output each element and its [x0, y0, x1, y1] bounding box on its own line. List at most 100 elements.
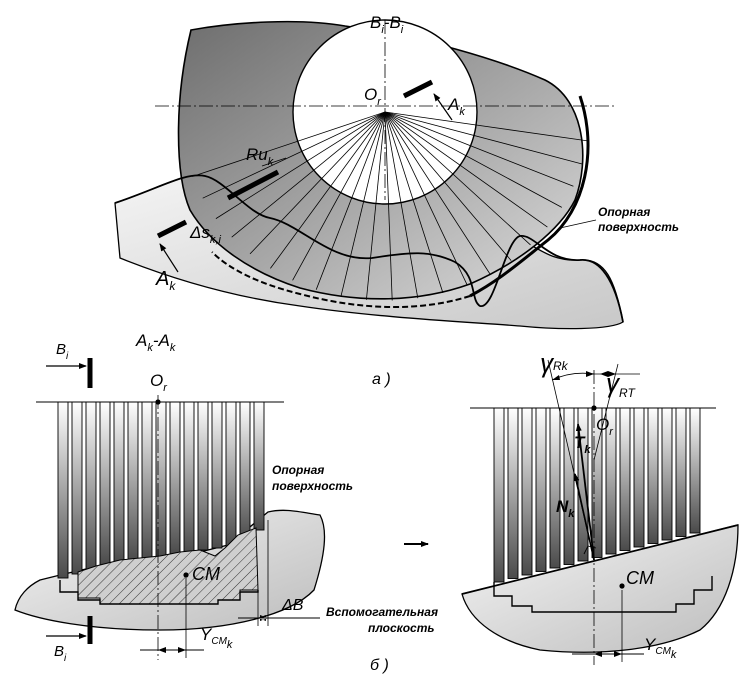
right-angle-mark [583, 545, 597, 555]
y-cm-left-label: YCMk [200, 625, 233, 651]
ds-label: Δsk,i [189, 223, 221, 246]
bi-label-top: Bi [56, 341, 69, 362]
spoke-line [249, 111, 386, 255]
spoke-line [340, 111, 386, 297]
tread-bar [549, 407, 561, 569]
fig-b-left-group: Ak-Ak Bi Bi Or Опорная поверхность CM ΔB… [14, 331, 353, 664]
tread-bars-right [493, 407, 701, 583]
center-dot-b-right [591, 405, 597, 411]
tread-bar [71, 401, 83, 575]
aux-label-line2: плоскость [368, 621, 435, 635]
spoke-line [366, 111, 386, 300]
gamma-rt-label: γRT [606, 368, 636, 400]
tread-bar [493, 407, 505, 583]
ru-leader [261, 157, 287, 167]
radial-spokes [192, 111, 588, 301]
tread-bar [535, 407, 547, 572]
tread-bar [563, 407, 575, 565]
ak-label-top: Ak [447, 95, 465, 118]
bi-label-bottom: Bi [54, 643, 67, 664]
tread-bar [689, 407, 701, 534]
tread-bar [239, 401, 251, 541]
nk-label: Nk [556, 497, 575, 520]
spoke-line [384, 111, 562, 208]
spoke-line [384, 111, 468, 285]
nk-vector [573, 473, 595, 561]
section-arrow-bottom [159, 243, 179, 273]
tread-bar [169, 401, 181, 556]
section-mark-bottom [156, 219, 188, 239]
spoke-line [384, 111, 419, 299]
tread-bar [113, 401, 125, 564]
aux-plane-blob [461, 524, 739, 653]
tread-bar [127, 401, 139, 562]
spoke-line [384, 111, 548, 228]
spoke-line [270, 111, 386, 269]
spoke-line [384, 111, 444, 294]
spoke-line [231, 111, 386, 238]
dim-delta-b-arrows [258, 615, 268, 621]
tread-bar [253, 401, 265, 531]
tread-bar [661, 407, 673, 541]
fig-a-group: Bi-Bi Or Ak Ruk Δsk,i Ak Опорная поверхн… [114, 13, 679, 388]
center-label-b-left: Or [150, 371, 168, 394]
tread-bar [141, 401, 153, 560]
section-title-a: Bi-Bi [370, 13, 404, 36]
gamma-rk-label: γRk [540, 348, 569, 378]
tread-bar [57, 401, 69, 579]
dim-ycm-left-arrows [158, 647, 186, 653]
tread-bar [507, 407, 519, 579]
left-title-b: Ak-Ak [135, 331, 176, 354]
support-label-b-line1: Опорная [272, 463, 324, 477]
spoke-line [192, 111, 386, 177]
contact-outline [59, 580, 259, 605]
tread-bar [225, 401, 237, 547]
support-label-a-line2: поверхность [598, 220, 679, 234]
center-dot-b-left [155, 399, 161, 405]
tread-bar [85, 401, 97, 571]
tread-bar [521, 407, 533, 576]
tread-bar [211, 401, 223, 549]
contact-profile-a [114, 174, 624, 323]
gamma-rk-arrows [552, 371, 594, 380]
fig-b-right-group: γRk γRT Or Tk Nk CM Вспомогательная плос… [326, 348, 739, 674]
aux-label-line1: Вспомогательная [326, 605, 438, 619]
ak-label-bottom: Ak [155, 268, 176, 293]
spoke-line [292, 111, 386, 281]
cm-dot-right [619, 583, 625, 589]
spoke-line [215, 111, 386, 219]
dim-ycm-right-arrows [594, 651, 622, 657]
support-label-b-line2: поверхность [272, 479, 353, 493]
contact-outline-right [493, 576, 713, 613]
support-leader-a [559, 219, 597, 229]
y-cm-right-label: YCMk [644, 635, 677, 661]
cm-label-left: CM [192, 564, 220, 584]
tread-bar [197, 401, 209, 551]
spoke-line [384, 111, 588, 142]
spoke-line [384, 111, 531, 246]
caption-b: б ) [370, 657, 389, 674]
spoke-line [384, 111, 583, 165]
tread-bar [647, 407, 659, 544]
tread-bar [155, 401, 167, 558]
tk-label: Tk [574, 433, 591, 456]
center-label-b-right: Or [596, 415, 614, 438]
cm-dot-left [183, 572, 189, 578]
section-arrow-top [433, 93, 453, 121]
tread-bar [619, 407, 631, 551]
delta-b-label: ΔB [281, 597, 304, 614]
cm-label-right: CM [626, 568, 654, 588]
gamma-rt-line [593, 363, 619, 461]
aux-plane-line [461, 524, 739, 595]
spoke-line [384, 111, 393, 301]
spoke-line [315, 111, 386, 290]
section-mark-top [402, 79, 434, 99]
caption-a: а ) [372, 371, 391, 388]
spoke-line [202, 111, 386, 199]
tread-bar [675, 407, 687, 537]
support-label-a-line1: Опорная [598, 205, 650, 219]
spoke-line [384, 111, 574, 187]
ru-label: Ruk [246, 145, 274, 168]
